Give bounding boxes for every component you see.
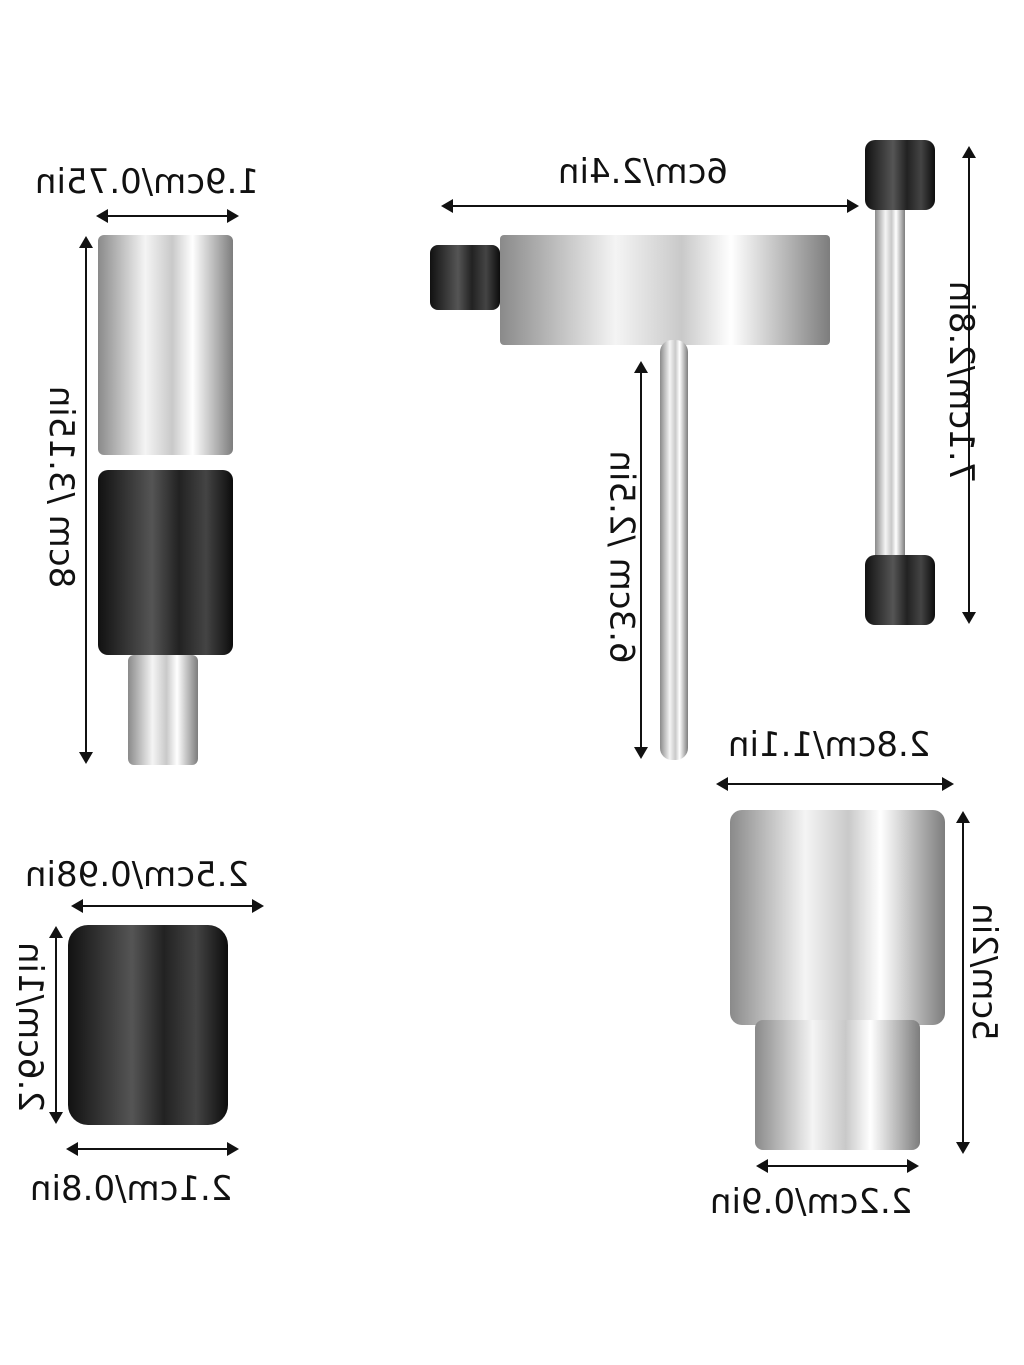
chain-tool-width-arrow (441, 199, 859, 213)
crank-puller-width-label: 1.9cm/0.75in (35, 162, 260, 202)
freewheel-remover-image (68, 925, 228, 1125)
freewheel-remover-bottom-label: 2.1cm/0.8in (30, 1169, 233, 1209)
crank-puller-width-arrow (96, 209, 239, 223)
freewheel-remover-height-label: 2.6cm/1in (9, 942, 50, 1112)
bottom-bracket-bottom-arrow (756, 1159, 919, 1173)
chain-tool-image (430, 140, 950, 770)
bottom-bracket-top-label: 2.8cm/1.1in (728, 725, 931, 765)
freewheel-remover-bottom-arrow (66, 1142, 239, 1156)
bottom-bracket-tool-image (730, 810, 945, 1150)
freewheel-remover-height-arrow (49, 926, 63, 1124)
bottom-bracket-height-label: 5cm/2in (963, 903, 1004, 1041)
bottom-bracket-height-arrow (956, 811, 970, 1154)
bottom-bracket-top-arrow (716, 777, 954, 791)
crank-puller-image (98, 235, 233, 770)
crank-puller-height-arrow (79, 236, 93, 764)
freewheel-remover-top-arrow (71, 899, 264, 913)
chain-tool-height-arrow (962, 146, 976, 624)
crank-puller-height-label: 8cm /3.15in (41, 385, 82, 589)
bottom-bracket-bottom-label: 2.2cm/0.9in (710, 1182, 913, 1222)
chain-tool-handle-arrow (634, 361, 648, 759)
freewheel-remover-top-label: 2.5cm/0.98in (25, 855, 250, 895)
